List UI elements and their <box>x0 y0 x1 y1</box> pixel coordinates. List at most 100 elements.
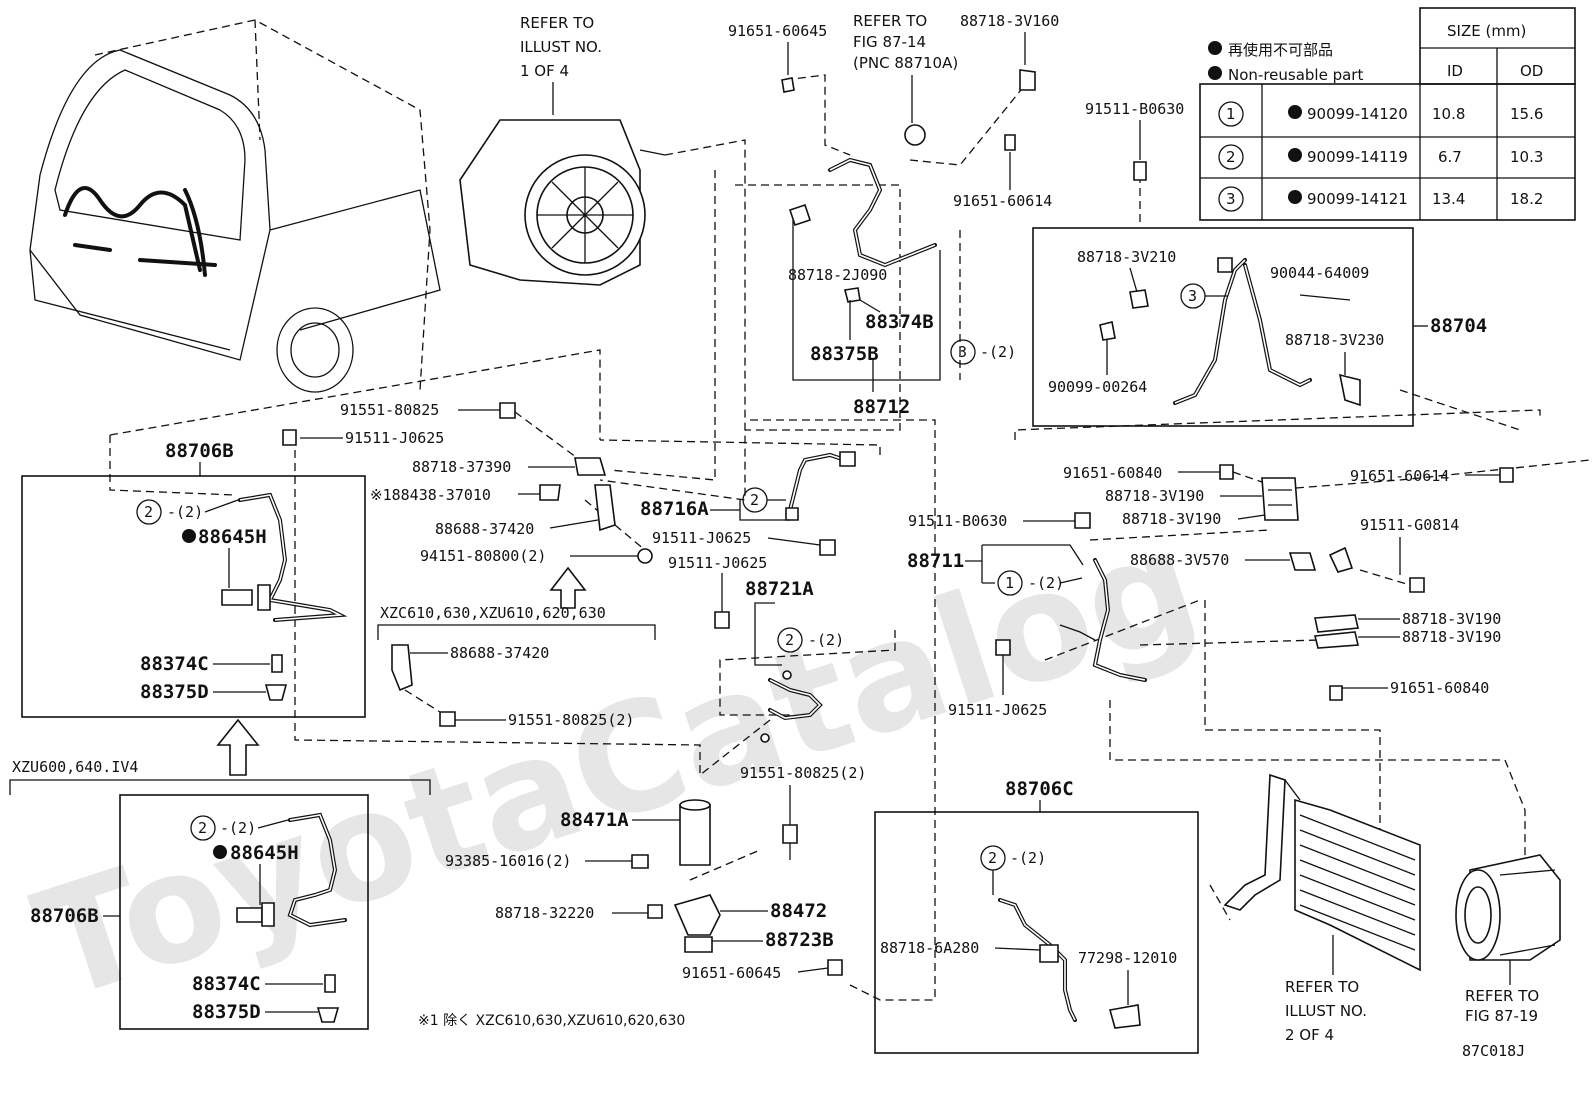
label-90044-64009: 90044-64009 <box>1270 264 1369 282</box>
label-88704: 88704 <box>1430 315 1487 337</box>
table-row1-num: 1 <box>1226 105 1236 123</box>
ref-illust2-line1: REFER TO <box>1285 978 1359 996</box>
label-91651-60614-a: 91651-60614 <box>953 192 1052 210</box>
label-91651-60645-top: 91651-60645 <box>728 22 827 40</box>
label-c1-88711: -(2) <box>1028 574 1064 592</box>
condenser <box>1223 773 1421 972</box>
table-row2-id: 6.7 <box>1438 148 1462 166</box>
label-91511-J0625-b: 91511-J0625 <box>652 529 751 547</box>
receiver-88471A <box>679 799 711 866</box>
circle-2-label-88706C: 2 <box>988 849 997 867</box>
table-row2-part: 90099-14119 <box>1307 148 1408 166</box>
label-88712: 88712 <box>853 396 910 418</box>
label-88472: 88472 <box>770 900 827 922</box>
label-91651-60614-b: 91651-60614 <box>1350 467 1449 485</box>
label-91651-60840-b: 91651-60840 <box>1390 679 1489 697</box>
label-88471A: 88471A <box>560 809 629 831</box>
label-88375D-a: 88375D <box>140 681 209 703</box>
ref-illust1-line2: ILLUST NO. <box>520 38 602 56</box>
circle-3-label-88704: 3 <box>1188 287 1197 305</box>
compressor <box>1455 854 1561 961</box>
tube-88721A <box>760 670 823 743</box>
ref-fig8719-line1: REFER TO <box>1465 987 1539 1005</box>
label-88706C: 88706C <box>1005 778 1074 800</box>
label-91511-J0625-a: 91511-J0625 <box>345 429 444 447</box>
label-model-xzc: XZC610,630,XZU610,620,630 <box>380 604 606 622</box>
table-row2-od: 10.3 <box>1510 148 1543 166</box>
label-91651-60645-bot: 91651-60645 <box>682 964 781 982</box>
label-88718-3V230: 88718-3V230 <box>1285 331 1384 349</box>
tube-88716A <box>785 451 856 521</box>
circle-1-label-88711: 1 <box>1005 574 1014 592</box>
label-88718-3V190-c: 88718-3V190 <box>1402 610 1501 628</box>
table-row3-part: 90099-14121 <box>1307 190 1408 208</box>
assembly-88704-box <box>1032 227 1414 427</box>
ref-illust2-line3: 2 OF 4 <box>1285 1026 1334 1044</box>
label-88718-2J090: 88718-2J090 <box>788 266 887 284</box>
figure-code: 87C018J <box>1462 1042 1525 1060</box>
label-88375D-b: 88375D <box>192 1001 261 1023</box>
ref-illust1-line1: REFER TO <box>520 14 594 32</box>
label-91511-B0630-b: 91511-B0630 <box>908 512 1007 530</box>
ref-fig8714-line1: REFER TO <box>853 12 927 30</box>
pressure-switch-tube-top <box>221 492 348 701</box>
label-91551-80825-2a: 91551-80825(2) <box>508 711 634 729</box>
label-88718-32220: 88718-32220 <box>495 904 594 922</box>
pressure-switch-tube-lower <box>236 812 347 1023</box>
assembly-88706B-lower-box <box>119 794 369 1030</box>
label-88374B: 88374B <box>865 311 934 333</box>
table-row2-num: 2 <box>1226 148 1236 166</box>
tube-88711 <box>1059 558 1147 682</box>
clamps-88718-3V190-lower <box>1313 614 1359 649</box>
label-77298: 77298-12010 <box>1078 949 1177 967</box>
label-88375B: 88375B <box>810 343 879 365</box>
label-c2-88706B: -(2) <box>167 503 203 521</box>
legend-en: Non-reusable part <box>1228 66 1363 84</box>
arrow-up-bracket <box>549 566 587 609</box>
label-88706B-side: 88706B <box>30 905 99 927</box>
circle-3-label: 3 <box>958 343 967 361</box>
label-88645H-b: 88645H <box>230 842 299 864</box>
label-91511-J0625-d: 91511-J0625 <box>948 701 1047 719</box>
label-88688-37420-a: 88688-37420 <box>435 520 534 538</box>
label-c2-88706C: -(2) <box>1010 849 1046 867</box>
table-header-size: SIZE (mm) <box>1447 22 1526 40</box>
ref-fig8714-line3: (PNC 88710A) <box>853 54 958 72</box>
label-88645H-a: 88645H <box>198 526 267 548</box>
label-88718-3V210: 88718-3V210 <box>1077 248 1176 266</box>
size-table: SIZE (mm) ID OD 1 90099-14120 10.8 15.6 … <box>1199 7 1576 221</box>
label-c2-88721A: -(2) <box>808 631 844 649</box>
label-88374C-b: 88374C <box>192 973 261 995</box>
footnote: ※1 除く XZC610,630,XZU610,620,630 <box>418 1013 685 1029</box>
assembly-88706B-top-box <box>21 475 366 718</box>
label-88688-3V570: 88688-3V570 <box>1130 551 1229 569</box>
label-93385: 93385-16016(2) <box>445 852 571 870</box>
label-88718-3V190-b: 88718-3V190 <box>1122 510 1221 528</box>
tube-88706C <box>998 898 1141 1029</box>
blower-fan-assembly <box>459 119 666 286</box>
ref-fig8719-line2: FIG 87-19 <box>1465 1007 1538 1025</box>
ref-illust1-line3: 1 OF 4 <box>520 62 569 80</box>
ref-illust2-line2: ILLUST NO. <box>1285 1002 1367 1020</box>
truck-illustration <box>29 19 441 393</box>
table-row3-id: 13.4 <box>1432 190 1465 208</box>
label-91551-80825-2b: 91551-80825(2) <box>740 764 866 782</box>
circle-2-label-88721A: 2 <box>785 631 794 649</box>
label-91651-60840-a: 91651-60840 <box>1063 464 1162 482</box>
label-91511-J0625-c: 91511-J0625 <box>668 554 767 572</box>
label-91511-B0630-a: 91511-B0630 <box>1085 100 1184 118</box>
table-row1-part: 90099-14120 <box>1307 105 1408 123</box>
clamp-88718-3V190-top <box>1261 477 1299 521</box>
bracket-88472 <box>673 894 721 953</box>
label-88374C-a: 88374C <box>140 653 209 675</box>
label-88711: 88711 <box>907 550 964 572</box>
table-row3-od: 18.2 <box>1510 190 1543 208</box>
label-88718-37390: 88718-37390 <box>412 458 511 476</box>
assembly-88706C-box <box>874 811 1199 1054</box>
ref-fig8714-line2: FIG 87-14 <box>853 33 926 51</box>
table-row1-id: 10.8 <box>1432 105 1465 123</box>
legend-jp: 再使用不可部品 <box>1228 41 1333 59</box>
circle-2-label-88706B-top: 2 <box>144 503 153 521</box>
circle-2-label-88706B-lower: 2 <box>198 819 207 837</box>
